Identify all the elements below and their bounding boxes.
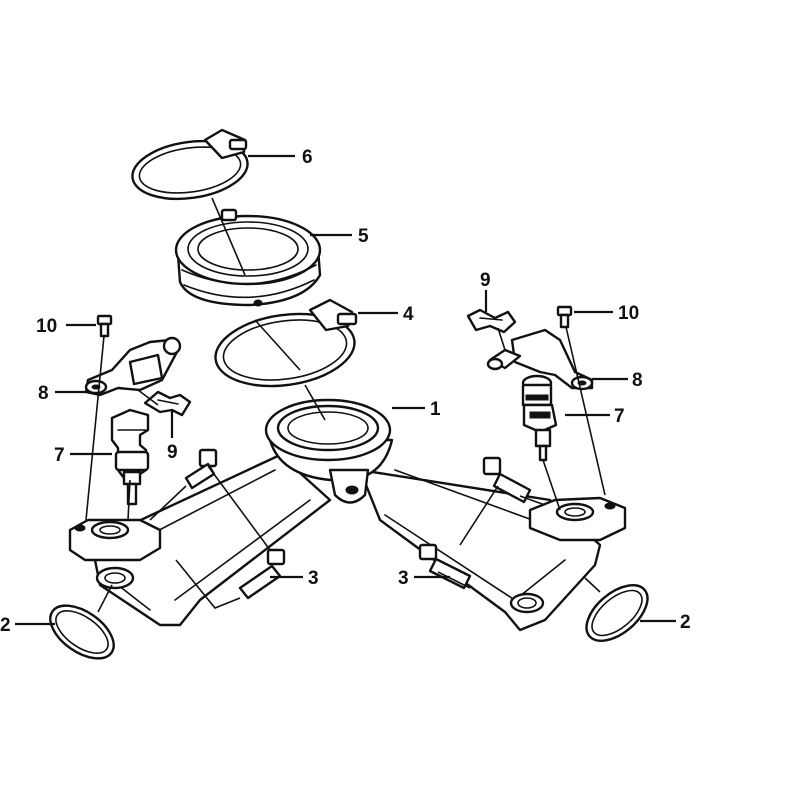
callout-3-right: 3 [398, 568, 409, 589]
callout-3-left: 3 [308, 568, 319, 589]
part-10-bolt-left [96, 314, 113, 338]
part-2-o-ring-left [49, 604, 115, 660]
part-6-hose-clamp-upper [131, 128, 249, 201]
part-5-intake-boot [174, 208, 322, 307]
callout-4: 4 [403, 304, 414, 325]
part-3-bolt-left-1 [184, 448, 218, 490]
part-7-injector-right [521, 374, 558, 462]
callout-8-left: 8 [38, 383, 49, 404]
callout-9-right: 9 [480, 270, 491, 291]
callout-leaders [15, 154, 676, 626]
part-1-intake-manifold [68, 398, 627, 632]
callout-7-left: 7 [54, 445, 65, 466]
part-10-bolt-right [556, 305, 573, 329]
callout-6: 6 [302, 147, 313, 168]
callout-8-right: 8 [632, 370, 643, 391]
assembly-reference-lines [85, 197, 606, 613]
part-8-bracket-left [84, 336, 182, 397]
callout-10-left: 10 [36, 316, 57, 337]
part-9-clip-right [466, 308, 517, 334]
part-3-bolt-right-1 [482, 456, 532, 504]
callout-labels: 1 2 2 3 3 4 5 6 7 7 8 8 9 9 10 10 [0, 147, 691, 636]
part-7-injector-left [110, 408, 150, 506]
part-4-hose-clamp-lower [214, 298, 358, 388]
part-2-o-ring-right [585, 584, 649, 642]
part-3-bolt-right-2 [418, 543, 472, 590]
callout-2-right: 2 [680, 612, 691, 633]
callout-7-right: 7 [614, 406, 625, 427]
callout-2-left: 2 [0, 615, 11, 636]
part-9-clip-left [143, 390, 192, 417]
callout-5: 5 [358, 226, 369, 247]
callout-1: 1 [430, 399, 441, 420]
callout-9-left: 9 [167, 442, 178, 463]
callout-10-right: 10 [618, 303, 639, 324]
